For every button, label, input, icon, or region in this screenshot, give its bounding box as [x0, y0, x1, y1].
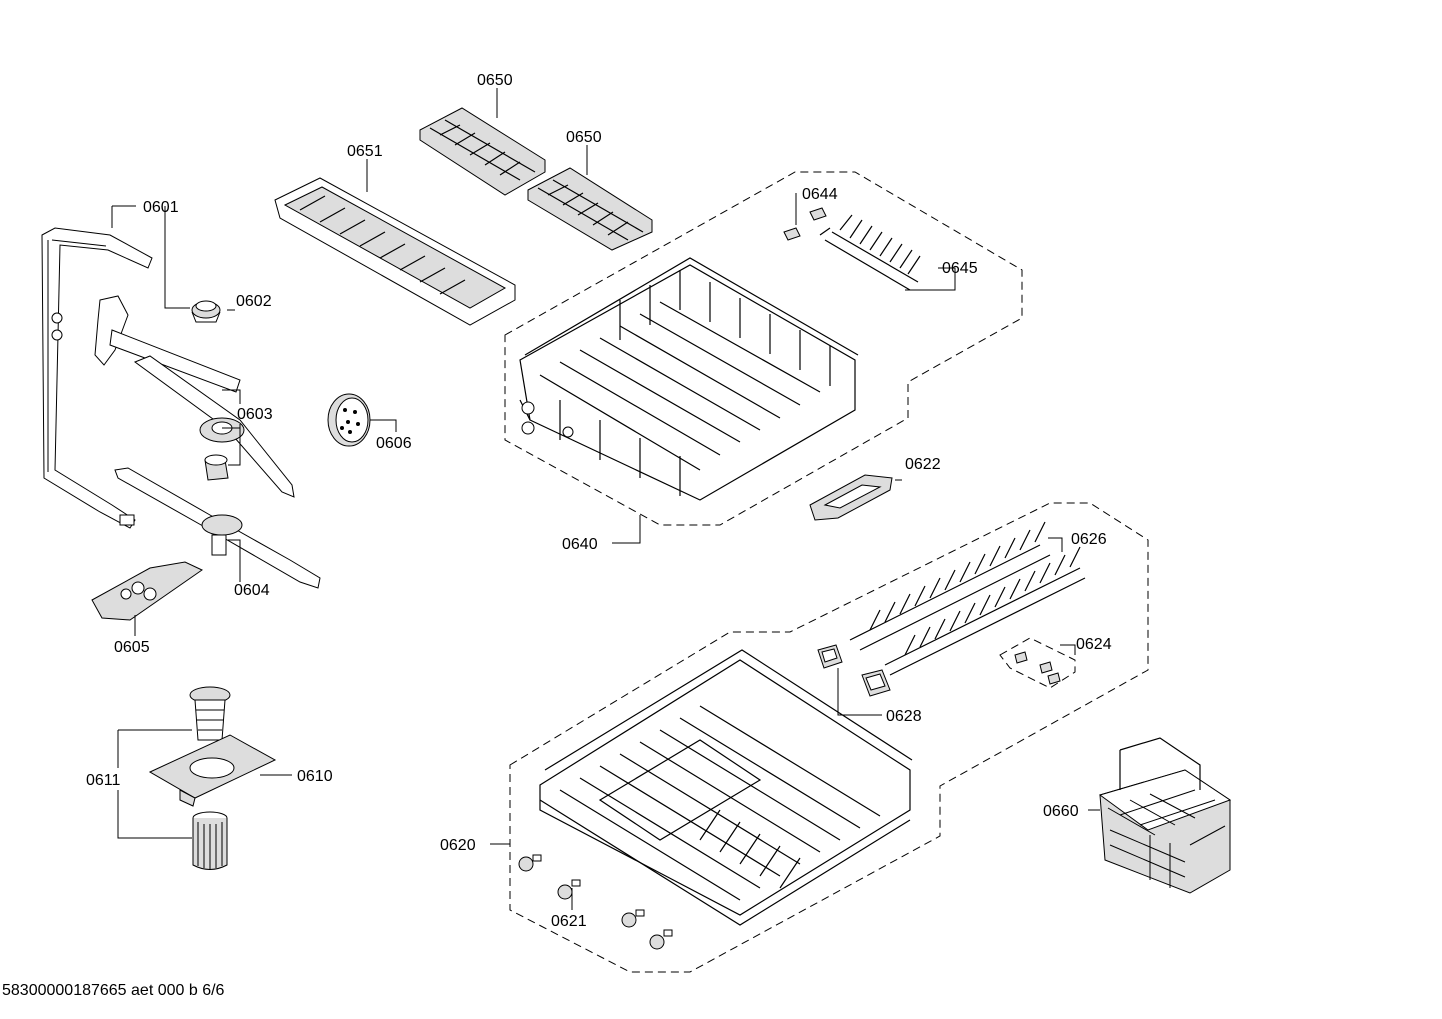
callout-0626: 0626	[1071, 531, 1107, 548]
upper-spray-arm	[94, 295, 295, 498]
spray-arm-nut	[191, 300, 221, 323]
spray-arm-cover	[91, 561, 203, 621]
leader-lines	[111, 88, 1100, 910]
lower-spray-arm	[114, 467, 321, 589]
rack-handle	[809, 474, 893, 521]
cutlery-tray	[274, 177, 516, 326]
callout-0603: 0603	[237, 406, 273, 423]
plate-rack-tines	[849, 521, 1086, 676]
callout-0628: 0628	[886, 708, 922, 725]
callout-0624: 0624	[1076, 636, 1112, 653]
upper-rack-group-outline	[504, 171, 1023, 526]
filter-disc	[327, 393, 371, 447]
callout-0610: 0610	[297, 768, 333, 785]
callout-0620: 0620	[440, 837, 476, 854]
callout-0645: 0645	[942, 260, 978, 277]
lower-rack-group-outline	[509, 502, 1149, 973]
callout-0650-top: 0650	[477, 72, 513, 89]
spray-arm-supply-pipe	[41, 227, 153, 529]
callout-0606: 0606	[376, 435, 412, 452]
callout-0651: 0651	[347, 143, 383, 160]
callout-0650-lower: 0650	[566, 129, 602, 146]
callout-labels: 0601 0602 0603 0604 0605 0606 0610 0611 …	[86, 72, 1112, 930]
callout-0644: 0644	[802, 186, 838, 203]
fine-filter	[192, 811, 228, 870]
rack-clips	[783, 207, 827, 241]
rack-brackets	[817, 644, 891, 697]
basket-wheels	[518, 854, 673, 950]
callout-0660: 0660	[1043, 803, 1079, 820]
document-code: 58300000187665 aet 000 b 6/6	[2, 982, 225, 999]
filter-assembly	[148, 686, 277, 807]
rack-fastener-clips	[999, 637, 1076, 689]
upper-cutlery-tray-insert	[419, 107, 546, 196]
callout-0640: 0640	[562, 536, 598, 553]
callout-0611: 0611	[86, 772, 121, 789]
cutlery-basket	[1098, 737, 1232, 894]
cup-rack	[819, 214, 921, 291]
callout-0621: 0621	[551, 913, 587, 930]
lower-basket	[539, 649, 913, 926]
callout-0622: 0622	[905, 456, 941, 473]
callout-0604: 0604	[234, 582, 270, 599]
upper-basket	[519, 257, 859, 501]
callout-0605: 0605	[114, 639, 150, 656]
upper-cutlery-tray-insert-2	[527, 167, 653, 251]
callout-0602: 0602	[236, 293, 272, 310]
callout-0601: 0601	[143, 199, 179, 216]
